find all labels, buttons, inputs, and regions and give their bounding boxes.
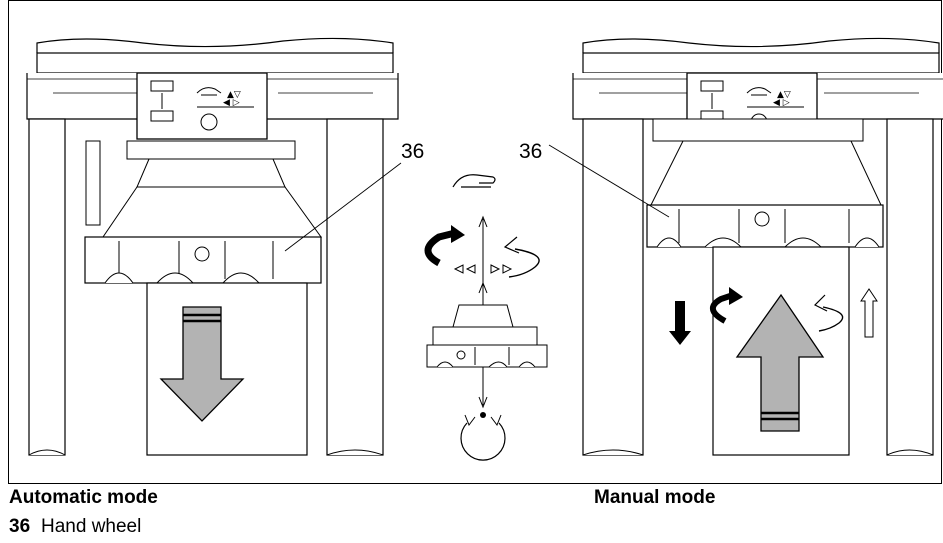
up-arrow: [735, 293, 825, 432]
svg-text:▲▽: ▲▽: [227, 90, 241, 100]
caption-automatic-mode: Automatic mode: [9, 487, 158, 508]
rotation-dial-icon: [200, 113, 218, 131]
down-arrow: [159, 306, 245, 422]
small-down-arrow: [669, 301, 691, 345]
manual-mode-illustration: ▲▽ ◀ ▷: [519, 37, 943, 456]
hand-icon: [196, 87, 222, 96]
rotation-dial-icon: [460, 412, 506, 461]
rotate-counterclockwise-arrow-icon: [813, 294, 844, 332]
callout-36-right: 36: [519, 140, 542, 163]
hand-wheel-left: [84, 236, 322, 284]
control-panel-left: ▲▽ ◀ ▷: [136, 72, 268, 140]
operation-detail: [424, 174, 548, 461]
rotate-clockwise-arrow-icon: [710, 287, 743, 324]
svg-text:◀ ▷: ◀ ▷: [773, 98, 790, 108]
caption-manual-mode: Manual mode: [594, 487, 716, 508]
legend-label: Hand wheel: [41, 516, 142, 537]
diagram-frame: ▲▽ ◀ ▷: [8, 0, 943, 484]
hand-icon: [746, 87, 772, 96]
direction-indicators: [453, 264, 513, 274]
rotate-counterclockwise-arrow-icon: [503, 236, 540, 278]
callout-36-left: 36: [401, 140, 424, 163]
automatic-mode-illustration: ▲▽ ◀ ▷: [26, 37, 424, 456]
small-up-arrow: [860, 288, 878, 338]
svg-text:◀ ▷: ◀ ▷: [223, 98, 240, 108]
legend-number: 36: [9, 516, 31, 537]
legend: 36 Hand wheel: [9, 516, 141, 538]
hand-wheel-center: [426, 304, 548, 368]
svg-text:▲▽: ▲▽: [777, 90, 791, 100]
rotate-clockwise-arrow-icon: [424, 225, 465, 267]
hand-wheel-diagram: ▲▽ ◀ ▷: [26, 37, 943, 461]
hand-wheel-right: [646, 204, 884, 248]
hand-icon: [452, 174, 496, 188]
